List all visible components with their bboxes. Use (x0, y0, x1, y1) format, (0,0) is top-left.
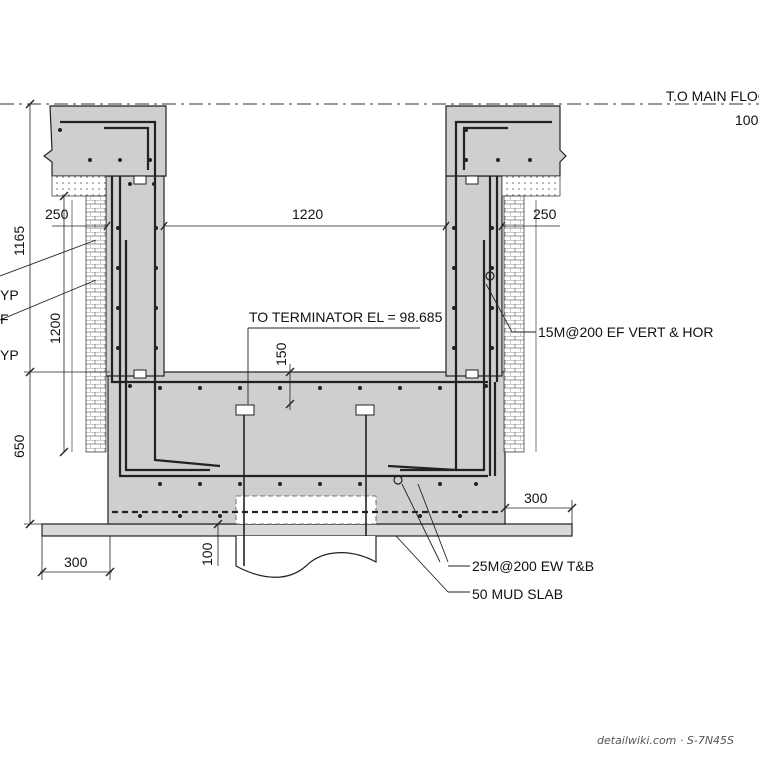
edge-label-yp2: YP (0, 347, 19, 363)
dim-100: 100 (199, 542, 215, 566)
right-masonry (503, 195, 525, 453)
rebar-dots (58, 128, 532, 518)
keyways (133, 175, 479, 379)
left-masonry (85, 195, 107, 453)
note-slab-rebar: 25M@200 EW T&B (472, 558, 594, 574)
left-insulation-strip (51, 175, 107, 197)
dim-150: 150 (273, 342, 289, 366)
dimension-lines (24, 99, 577, 580)
main-floor-level-label: T.O MAIN FLOO (666, 88, 759, 104)
dim-1165: 1165 (11, 226, 27, 256)
watermark: detailwiki.com · S-7N45S (597, 734, 734, 747)
note-terminator: TO TERMINATOR EL = 98.685 (249, 309, 443, 325)
note-mud-slab: 50 MUD SLAB (472, 586, 563, 602)
leader-lines (0, 239, 536, 593)
right-insulation-strip (501, 175, 561, 197)
main-floor-level-value: 100. (735, 112, 759, 128)
drain-pipe (235, 404, 377, 578)
rebar-lines (60, 120, 552, 514)
dim-300-left: 300 (64, 554, 88, 570)
edge-label-yp1: YP (0, 287, 19, 303)
dim-300-right: 300 (524, 490, 548, 506)
dim-1200: 1200 (47, 313, 63, 344)
right-floor-slab (445, 105, 567, 177)
note-wall-rebar: 15M@200 EF VERT & HOR (538, 324, 714, 340)
dim-250-left: 250 (45, 206, 69, 222)
dim-650: 650 (11, 434, 27, 458)
dim-250-right: 250 (533, 206, 557, 222)
dim-1220: 1220 (292, 206, 323, 222)
left-floor-slab (43, 105, 167, 177)
edge-label-f: F (0, 311, 9, 327)
mud-slab (41, 523, 573, 537)
